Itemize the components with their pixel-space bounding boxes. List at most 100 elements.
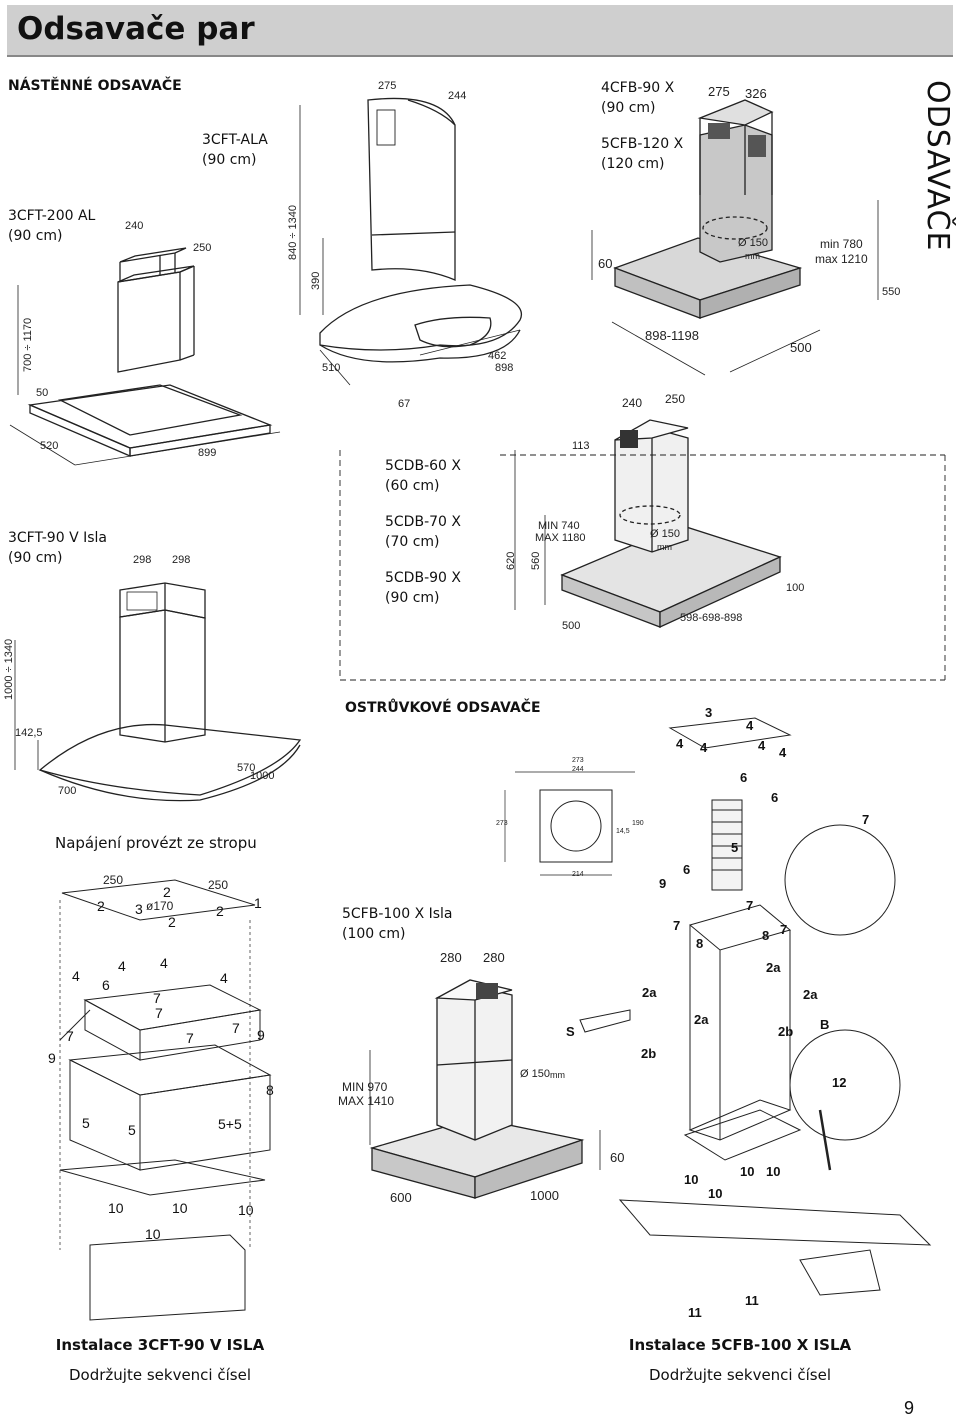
model-5cdb70-size: (70 cm) bbox=[385, 534, 440, 550]
dim-label: 298 bbox=[172, 554, 191, 566]
step-number: 10 bbox=[684, 1172, 699, 1187]
model-5cfb120-size: (120 cm) bbox=[601, 156, 665, 172]
dim-label: 700 bbox=[58, 785, 77, 797]
model-3cft200-size: (90 cm) bbox=[8, 228, 63, 244]
model-4cfb90-name: 4CFB-90 X bbox=[601, 80, 675, 96]
model-5cfb100-size: (100 cm) bbox=[342, 926, 406, 942]
step-number: 8 bbox=[762, 928, 770, 943]
caption-left-subtitle: Dodržujte sekvenci čísel bbox=[69, 1366, 251, 1384]
hood-5cfb100-drawing bbox=[369, 979, 601, 1199]
step-number: 2a bbox=[694, 1012, 709, 1027]
step-number: 7 bbox=[232, 1020, 240, 1036]
dim-label: MIN 740 bbox=[538, 520, 580, 532]
hood-3cft200-drawing bbox=[9, 247, 281, 466]
dim-label: 273 bbox=[572, 757, 584, 764]
model-5cfb100-name: 5CFB-100 X Isla bbox=[342, 906, 453, 922]
dim-label: 250 bbox=[208, 878, 229, 892]
step-number: 10 bbox=[740, 1164, 755, 1179]
dim-label: 326 bbox=[745, 86, 767, 101]
step-number: 6 bbox=[683, 862, 691, 877]
model-5cfb100: 5CFB-100 X Isla (100 cm) bbox=[342, 904, 453, 944]
step-number: 2a bbox=[766, 960, 781, 975]
power-note: Napájení provézt ze stropu bbox=[55, 834, 257, 852]
model-5cfb120: 5CFB-120 X (120 cm) bbox=[601, 134, 683, 174]
dim-label: Ø 150 bbox=[650, 528, 680, 540]
step-number: 4 bbox=[758, 738, 766, 753]
step-number: 4 bbox=[118, 958, 126, 974]
dim-label: 620 bbox=[505, 551, 517, 570]
caption-right-title: Instalace 5CFB-100 X ISLA bbox=[628, 1336, 852, 1354]
model-5cdb70-name: 5CDB-70 X bbox=[385, 514, 461, 530]
step-number: 9 bbox=[48, 1050, 56, 1066]
dim-label: 50 bbox=[36, 387, 49, 399]
dim-label: 600 bbox=[390, 1190, 412, 1205]
step-number: 7 bbox=[673, 918, 681, 933]
step-number: 1 bbox=[254, 895, 262, 911]
dim-label: 240 bbox=[622, 396, 643, 410]
dim-label: Ø 150 bbox=[520, 1068, 550, 1080]
page-number: 9 bbox=[904, 1398, 915, 1418]
dim-label: 67 bbox=[398, 398, 411, 410]
dim-label: Ø 150 bbox=[738, 237, 768, 249]
model-5cdb60-name: 5CDB-60 X bbox=[385, 458, 461, 474]
hood-5cdb-drawing bbox=[514, 419, 782, 629]
dim-label: 60 bbox=[610, 1150, 625, 1165]
step-number: 10 bbox=[708, 1186, 723, 1201]
dim-label: 250 bbox=[193, 242, 212, 254]
bracket-plate-drawing bbox=[504, 771, 635, 876]
model-4cfb90: 4CFB-90 X (90 cm) bbox=[601, 78, 674, 118]
dim-label: ø170 bbox=[146, 899, 174, 913]
dim-label: 898-1198 bbox=[645, 328, 699, 343]
dim-label: 142,5 bbox=[15, 727, 43, 739]
dim-label: 14,5 bbox=[616, 828, 630, 835]
dim-label: 390 bbox=[310, 271, 322, 290]
dim-label: 840 ÷ 1340 bbox=[287, 205, 299, 260]
dim-label: 275 bbox=[708, 84, 730, 99]
model-3cftala-name: 3CFT-ALA bbox=[202, 132, 268, 148]
dim-label: 510 bbox=[322, 362, 341, 374]
dim-label: MAX 1180 bbox=[535, 532, 586, 544]
dim-label: 275 bbox=[378, 80, 397, 92]
dim-label: 500 bbox=[790, 340, 812, 355]
dim-label: 100 bbox=[786, 582, 805, 594]
model-5cdb90: 5CDB-90 X (90 cm) bbox=[385, 568, 461, 608]
dim-label: 1000 bbox=[530, 1188, 559, 1203]
step-number: 5 bbox=[731, 840, 739, 855]
dim-label: 598-698-898 bbox=[680, 612, 743, 624]
dim-label: 500 bbox=[562, 620, 581, 632]
model-5cdb70: 5CDB-70 X (70 cm) bbox=[385, 512, 461, 552]
dim-label: 280 bbox=[483, 950, 505, 965]
step-number: 8 bbox=[266, 1082, 274, 1098]
step-number: 8 bbox=[696, 936, 704, 951]
dim-label: 250 bbox=[665, 392, 686, 406]
dim-label: 244 bbox=[448, 90, 467, 102]
dim-label: 298 bbox=[133, 554, 152, 566]
dim-label: mm bbox=[745, 251, 760, 261]
island-hoods-heading: OSTRŮVKOVÉ ODSAVAČE bbox=[345, 700, 541, 716]
hood-3cftala-drawing bbox=[299, 97, 523, 386]
step-number: 7 bbox=[780, 922, 788, 937]
wall-hoods-heading: NÁSTĚNNÉ ODSAVAČE bbox=[8, 78, 182, 94]
dim-label: mm bbox=[657, 542, 672, 552]
model-3cft90v: 3CFT-90 V Isla (90 cm) bbox=[8, 528, 107, 568]
model-3cft200: 3CFT-200 AL (90 cm) bbox=[8, 206, 95, 246]
step-number: 10 bbox=[145, 1226, 161, 1242]
dim-label: 280 bbox=[440, 950, 462, 965]
model-3cftala: 3CFT-ALA (90 cm) bbox=[202, 130, 268, 170]
dim-label: 60 bbox=[598, 256, 613, 271]
step-number: 6 bbox=[771, 790, 779, 805]
dim-label: 700 ÷ 1170 bbox=[22, 317, 34, 372]
caption-right-subtitle: Dodržujte sekvenci čísel bbox=[649, 1366, 831, 1384]
step-number: 3 bbox=[705, 705, 713, 720]
step-number: 4 bbox=[676, 736, 684, 751]
model-4cfb90-size: (90 cm) bbox=[601, 100, 656, 116]
step-number: 5+5 bbox=[218, 1116, 242, 1132]
step-number: 2 bbox=[216, 903, 224, 919]
model-3cft90v-name: 3CFT-90 V Isla bbox=[8, 530, 107, 546]
step-number: 10 bbox=[238, 1202, 254, 1218]
step-number: 4 bbox=[779, 745, 787, 760]
dim-label: 113 bbox=[572, 440, 590, 452]
model-3cft90v-size: (90 cm) bbox=[8, 550, 63, 566]
dim-label: 462 bbox=[488, 350, 507, 362]
